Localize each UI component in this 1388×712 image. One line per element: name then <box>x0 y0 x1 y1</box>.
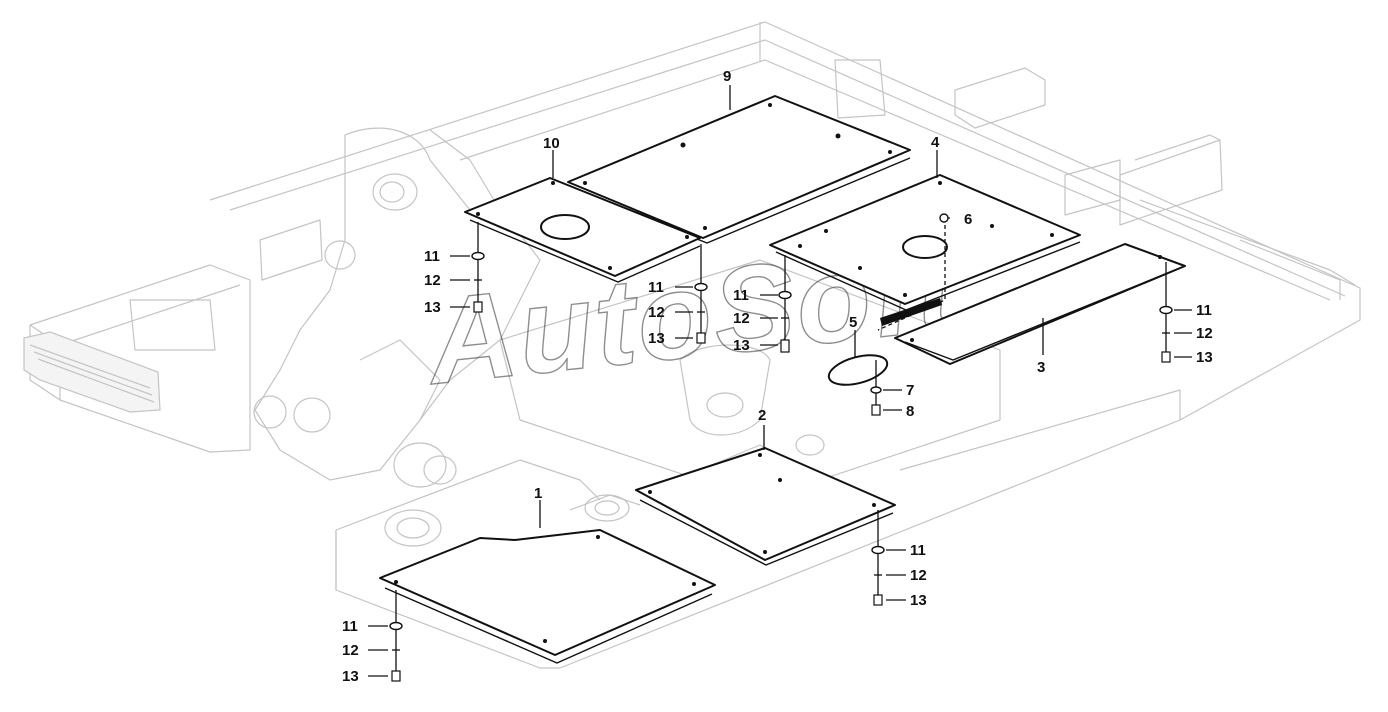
callout-13: 13 <box>342 668 359 685</box>
callout-12: 12 <box>733 310 750 327</box>
callout-13: 13 <box>424 299 441 316</box>
callout-5: 5 <box>849 314 857 331</box>
fastener-leaders <box>368 255 1192 677</box>
callout-7: 7 <box>906 382 914 399</box>
fastener-stack-plate-1 <box>389 621 403 682</box>
callout-3: 3 <box>1037 359 1045 376</box>
cover-plate-2 <box>635 447 896 566</box>
callout-11: 11 <box>648 279 664 296</box>
callout-11: 11 <box>1196 302 1212 319</box>
fastener-stack-plate-10-right <box>694 282 708 344</box>
callout-13: 13 <box>733 337 750 354</box>
callout-13: 13 <box>1196 349 1213 366</box>
fastener-stack-plate-3 <box>1159 305 1173 363</box>
callout-13: 13 <box>648 330 665 347</box>
callout-12: 12 <box>910 567 927 584</box>
cover-plate-3 <box>894 243 1186 365</box>
callout-11: 11 <box>342 618 358 635</box>
fastener-stack-plate-2 <box>871 545 885 606</box>
callout-8: 8 <box>906 403 914 420</box>
callout-2: 2 <box>758 407 766 424</box>
callout-6: 6 <box>964 211 972 228</box>
callout-12: 12 <box>1196 325 1213 342</box>
callout-9: 9 <box>723 68 731 85</box>
cover-plate-4 <box>769 174 1081 311</box>
callout-11: 11 <box>910 542 926 559</box>
cover-plate-10 <box>464 177 701 283</box>
fastener-stack-plate-4 <box>778 290 792 353</box>
callout-labels: 9 10 4 6 5 3 7 8 2 1 11 12 13 11 12 13 1… <box>342 68 1213 685</box>
callout-12: 12 <box>648 304 665 321</box>
fastener-stack-plate-10-left <box>471 251 485 313</box>
callout-11: 11 <box>424 248 440 265</box>
cover-plate-1 <box>379 529 716 664</box>
callout-11: 11 <box>733 287 749 304</box>
callout-1: 1 <box>534 485 542 502</box>
callout-13: 13 <box>910 592 927 609</box>
leader-lines <box>395 85 1167 680</box>
callout-10: 10 <box>543 135 560 152</box>
callout-12: 12 <box>424 272 441 289</box>
callout-12: 12 <box>342 642 359 659</box>
callout-4: 4 <box>931 134 940 151</box>
fastener-stack-plate-5 <box>870 213 949 416</box>
